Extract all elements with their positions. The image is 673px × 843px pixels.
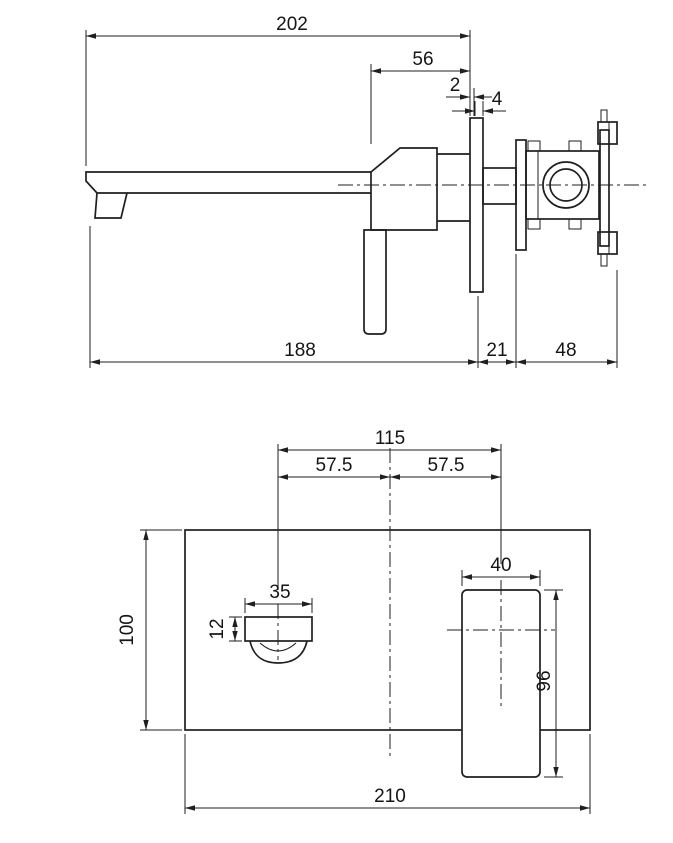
- valve-box: [525, 150, 600, 220]
- spout-outline: [85, 171, 371, 194]
- wall-plate-side: [469, 117, 484, 293]
- fixing-tab: [527, 218, 541, 230]
- dim-12-label: 12: [207, 618, 228, 639]
- wall-connector: [482, 167, 517, 205]
- ext-line: [277, 444, 502, 590]
- ext-line: [89, 226, 618, 368]
- dim-115-label: 115: [375, 428, 405, 449]
- dim-100-label: 100: [117, 614, 138, 646]
- dim-40-label: 40: [490, 555, 511, 576]
- ext-line: [85, 30, 471, 166]
- dim-21-label: 21: [486, 340, 507, 361]
- spout-underside-arc: [249, 640, 308, 664]
- fixing-tab: [568, 218, 582, 230]
- dim-188-label: 188: [284, 340, 316, 361]
- bracket-plate: [515, 139, 527, 251]
- screw-top: [600, 109, 608, 123]
- fixing-tab: [527, 140, 541, 152]
- mixer-body: [370, 147, 438, 231]
- fixing-tab: [568, 140, 582, 152]
- wall-plate-front: [184, 529, 591, 731]
- dim-56-label: 56: [412, 49, 433, 70]
- spout-outlet: [94, 192, 128, 219]
- ext-line: [184, 734, 591, 814]
- dim-57-left-label: 57.5: [316, 455, 353, 476]
- dim-57-right-label: 57.5: [428, 455, 465, 476]
- dim-35-label: 35: [269, 582, 290, 603]
- body-neck: [437, 153, 470, 222]
- dim-4-label: 4: [492, 89, 503, 110]
- screw-bottom: [600, 253, 608, 267]
- handle-lever: [363, 229, 387, 335]
- dim-96-label: 96: [534, 670, 555, 691]
- ext-line: [474, 101, 484, 116]
- side-view-drawing: 202 56 2 4 188 21 48: [85, 14, 650, 368]
- dim-202-label: 202: [276, 14, 308, 35]
- valve-circle-outer: [542, 161, 590, 209]
- front-view-drawing: 115 57.5 57.5 35 12 40 96 100 210: [117, 428, 591, 814]
- dim-48-label: 48: [555, 340, 576, 361]
- rear-bracket-bar: [599, 129, 610, 247]
- dim-210-label: 210: [374, 786, 406, 807]
- dim-2-label: 2: [450, 75, 461, 96]
